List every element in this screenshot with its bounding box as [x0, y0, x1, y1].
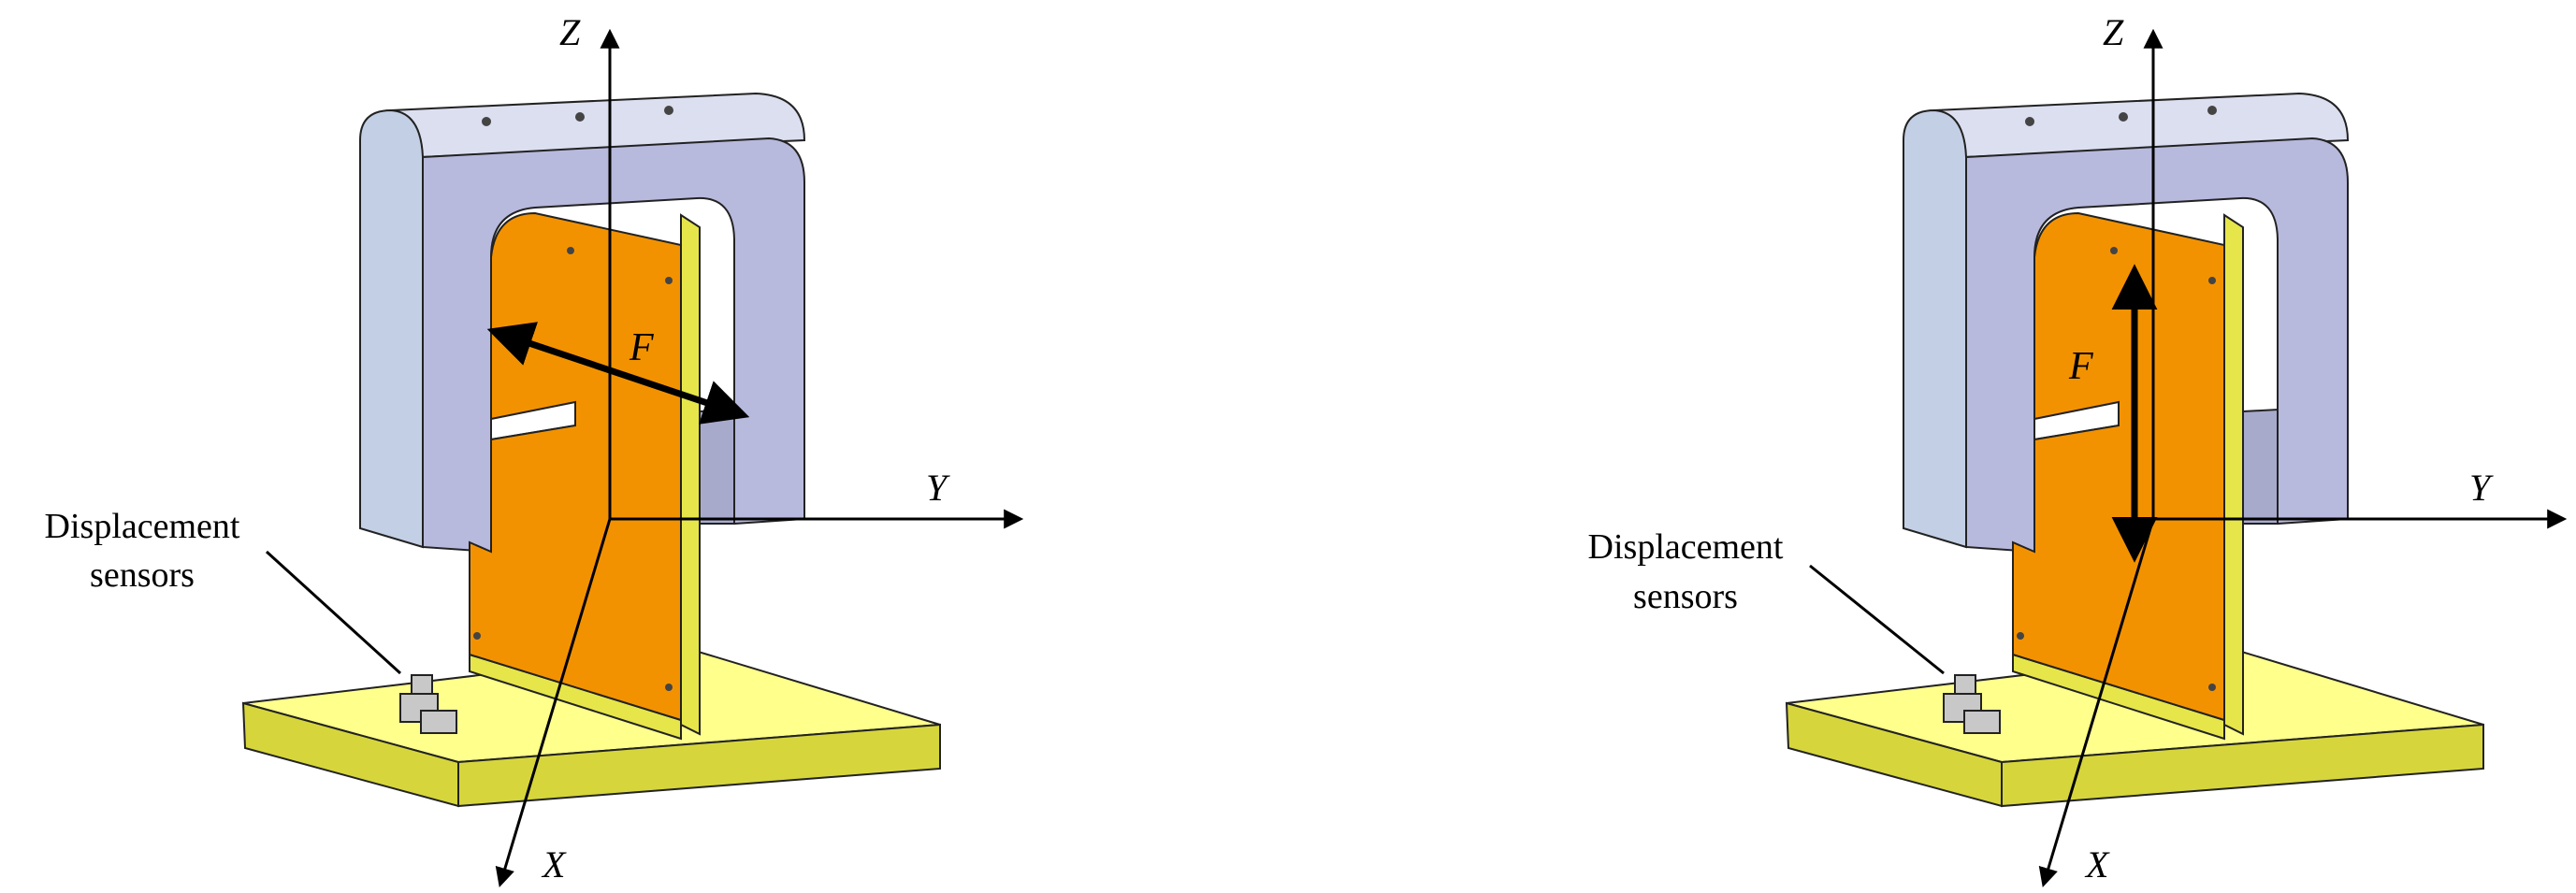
orange-plate	[2012, 211, 2225, 722]
panel-right: Z Y X F Displacement sensors	[1588, 11, 2568, 888]
x-axis	[2038, 518, 2155, 888]
panel-left: Z Y X F Displacement sensors	[45, 11, 1024, 888]
sensor-label-line1: Displacement	[45, 507, 240, 546]
y-axis-label: Y	[926, 467, 950, 509]
orange-plate	[469, 211, 682, 722]
displacement-sensors	[1943, 674, 2001, 734]
force-label: F	[629, 326, 654, 369]
x-axis-label: X	[541, 843, 567, 886]
z-axis-label: Z	[2103, 11, 2124, 53]
sensor-label-line2: sensors	[1633, 577, 1738, 616]
force-label: F	[2068, 345, 2093, 388]
force-arrow	[486, 322, 750, 425]
sensor-leader-line	[265, 550, 402, 675]
sensor-label-line1: Displacement	[1588, 527, 1784, 567]
sensor-label-line2: sensors	[90, 555, 195, 595]
y-axis-label: Y	[2469, 467, 2494, 509]
sensor-leader-line	[1809, 564, 1945, 675]
u-frame	[359, 92, 806, 554]
z-axis-label: Z	[559, 11, 581, 53]
x-axis-label: X	[2084, 843, 2110, 886]
displacement-sensors	[399, 674, 457, 734]
x-axis	[495, 518, 612, 888]
